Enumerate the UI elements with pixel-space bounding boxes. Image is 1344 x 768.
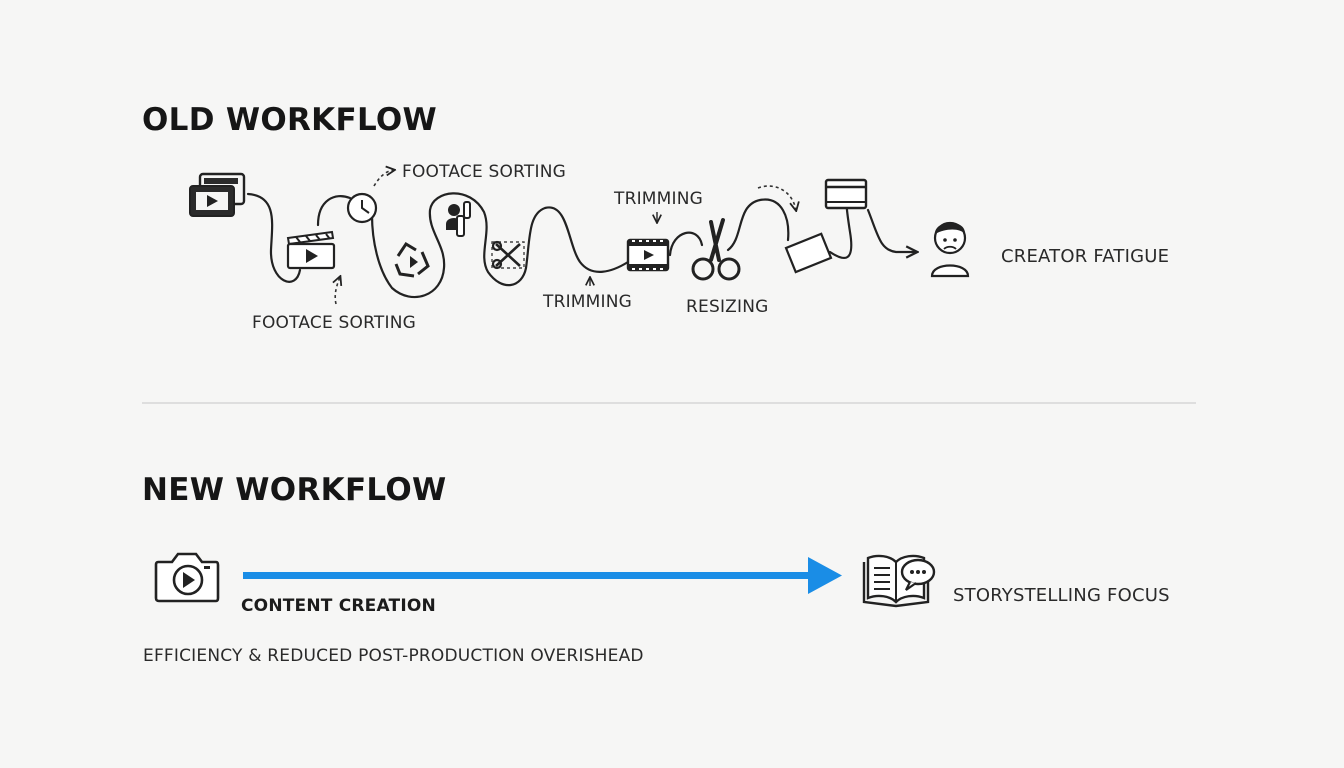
recycle-icon <box>394 241 430 278</box>
trimming-label-top: TRIMMING <box>614 189 704 209</box>
new-workflow-heading: NEW WORKFLOW <box>142 472 447 508</box>
footage-sorting-label-top: FOOTACE SORTING <box>402 162 566 182</box>
camera-play-icon <box>154 552 220 603</box>
content-creation-label: CONTENT CREATION <box>241 596 436 616</box>
clapperboard-icon <box>286 230 336 270</box>
section-divider <box>142 402 1196 404</box>
scissors-icon <box>691 218 741 281</box>
storytelling-focus-label: STORYSTELLING FOCUS <box>953 585 1170 606</box>
film-photos-icon <box>189 172 246 217</box>
creator-fatigue-label: CREATOR FATIGUE <box>1001 246 1170 267</box>
dashed-arrow-footage-top <box>373 170 394 187</box>
browser-window-icon <box>824 178 868 210</box>
content-creation-arrow <box>243 557 842 594</box>
resize-frame-icon <box>784 232 833 274</box>
old-workflow-path <box>246 192 918 299</box>
footage-sorting-label-bottom: FOOTACE SORTING <box>252 313 416 333</box>
scissors-cut-icon <box>491 240 525 270</box>
trimming-label-bottom: TRIMMING <box>543 292 633 312</box>
person-bottle-icon <box>446 201 471 237</box>
dashed-arrow-resize <box>757 185 796 210</box>
dashed-arrow-footage-bottom <box>335 277 340 305</box>
efficiency-caption: EFFICIENCY & REDUCED POST-PRODUCTION OVE… <box>143 646 644 666</box>
sad-face-icon <box>930 221 970 278</box>
resizing-label: RESIZING <box>686 297 769 317</box>
clock-icon <box>346 192 378 224</box>
open-book-chat-icon <box>862 554 936 608</box>
film-strip-icon <box>626 238 670 272</box>
old-workflow-heading: OLD WORKFLOW <box>142 102 438 138</box>
